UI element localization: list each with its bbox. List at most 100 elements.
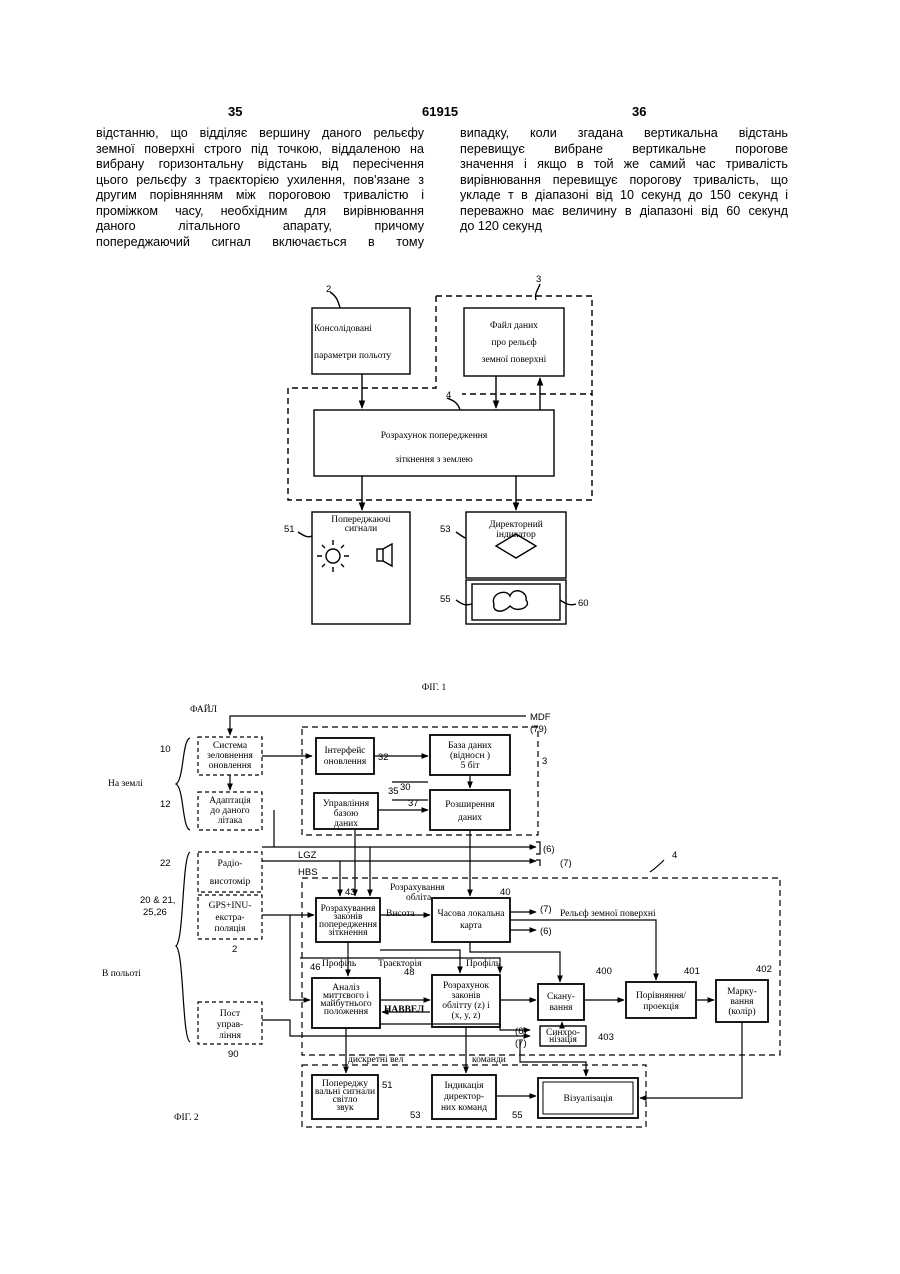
svg-text:20 & 21,: 20 & 21,: [140, 895, 175, 906]
svg-text:ління: ління: [219, 1031, 242, 1041]
svg-text:Рельєф земної поверхні: Рельєф земної поверхні: [560, 908, 656, 919]
svg-text:Розрахунок попередження: Розрахунок попередження: [381, 431, 488, 441]
svg-text:(7): (7): [560, 858, 572, 869]
svg-text:(6): (6): [540, 926, 552, 937]
svg-text:параметри польоту: параметри польоту: [314, 351, 391, 361]
svg-text:зеловнення: зеловнення: [207, 751, 253, 761]
svg-text:нізація: нізація: [549, 1035, 577, 1045]
svg-text:зіткнення з землею: зіткнення з землею: [395, 455, 473, 465]
fig2-box-40: [432, 898, 510, 942]
svg-text:карта: карта: [460, 921, 483, 931]
svg-text:індикатор: індикатор: [496, 530, 536, 540]
svg-text:(відносн ): (відносн ): [450, 750, 490, 761]
svg-text:Радіо-: Радіо-: [218, 859, 243, 869]
sun-icon: [317, 540, 349, 572]
svg-text:Траєкторія: Траєкторія: [378, 959, 422, 969]
svg-text:(79): (79): [530, 724, 547, 735]
svg-text:MDF: MDF: [530, 712, 551, 723]
svg-text:46: 46: [310, 962, 321, 973]
svg-text:51: 51: [382, 1080, 393, 1091]
svg-text:Висота: Висота: [386, 909, 416, 919]
svg-text:ФАЙЛ: ФАЙЛ: [190, 703, 218, 715]
svg-text:4: 4: [672, 850, 677, 861]
svg-text:базою: базою: [334, 808, 359, 819]
svg-text:директор-: директор-: [444, 1092, 484, 1102]
svg-text:до даного: до даного: [210, 806, 250, 816]
svg-text:обліта: обліта: [406, 892, 432, 903]
svg-text:про рельєф: про рельєф: [491, 337, 536, 348]
figure-1: [288, 284, 592, 624]
svg-text:даних: даних: [334, 819, 358, 829]
svg-text:402: 402: [756, 964, 772, 975]
svg-text:10: 10: [160, 744, 171, 755]
svg-text:51: 51: [284, 524, 295, 535]
svg-text:команди: команди: [472, 1055, 506, 1065]
svg-text:Скану-: Скану-: [547, 992, 575, 1002]
svg-text:Профіль: Профіль: [466, 958, 501, 969]
svg-text:Файл даних: Файл даних: [490, 320, 538, 331]
svg-text:55: 55: [512, 1110, 523, 1121]
speaker-icon: [377, 544, 392, 566]
svg-text:2: 2: [326, 284, 331, 295]
svg-text:НАВВЕЛ: НАВВЕЛ: [384, 1005, 424, 1015]
svg-text:літака: літака: [218, 816, 243, 826]
svg-text:Директорний: Директорний: [489, 519, 543, 530]
svg-text:Профіль: Профіль: [322, 958, 357, 969]
svg-text:дискретні вел: дискретні вел: [348, 1055, 404, 1065]
svg-text:403: 403: [598, 1032, 614, 1043]
svg-text:40: 40: [500, 887, 511, 898]
svg-text:35: 35: [388, 786, 399, 797]
svg-text:Часова локальна: Часова локальна: [438, 909, 506, 919]
svg-text:Пост: Пост: [220, 1009, 241, 1019]
svg-text:48: 48: [404, 967, 415, 978]
fig1-box-55: [466, 580, 566, 624]
figure-2-text: ФАЙЛ MDF (79) На землі В польоті Система…: [102, 703, 772, 1123]
fig2-box-400: [538, 984, 584, 1020]
svg-text:22: 22: [160, 858, 171, 869]
svg-text:4: 4: [446, 390, 451, 401]
svg-text:LGZ: LGZ: [298, 850, 317, 861]
svg-text:Порівняння/: Порівняння/: [636, 991, 686, 1001]
svg-text:2: 2: [232, 944, 237, 955]
svg-text:60: 60: [578, 598, 589, 609]
svg-text:Розрахунок: Розрахунок: [443, 981, 489, 991]
svg-text:поляція: поляція: [215, 924, 247, 934]
svg-text:положення: положення: [324, 1007, 369, 1017]
svg-text:них команд: них команд: [441, 1103, 487, 1113]
svg-text:В польоті: В польоті: [102, 969, 141, 979]
svg-text:3: 3: [536, 274, 541, 285]
svg-text:(7): (7): [540, 904, 552, 915]
svg-text:висотомір: висотомір: [210, 877, 251, 887]
svg-text:HBS: HBS: [298, 867, 318, 878]
svg-text:Марку-: Марку-: [727, 987, 757, 997]
svg-text:земної поверхні: земної поверхні: [482, 355, 547, 365]
fig1-box-2: [312, 308, 410, 374]
svg-text:(6): (6): [515, 1026, 527, 1037]
svg-text:Адаптація: Адаптація: [209, 796, 251, 806]
svg-text:облітту (z) і: облітту (z) і: [442, 1000, 490, 1011]
svg-text:сигнали: сигнали: [345, 524, 377, 534]
svg-text:На землі: На землі: [108, 779, 143, 789]
svg-text:База даних: База даних: [448, 741, 492, 751]
fig2-box-37: [430, 790, 510, 830]
fig1-screen-60: [472, 584, 560, 620]
fig1-caption: ФІГ. 1: [422, 683, 447, 693]
svg-text:3: 3: [542, 756, 547, 767]
svg-text:(x, y, z): (x, y, z): [452, 1010, 481, 1021]
svg-text:управ-: управ-: [217, 1020, 243, 1030]
svg-text:GPS+INU-: GPS+INU-: [209, 901, 252, 911]
svg-text:37: 37: [408, 798, 419, 809]
svg-text:25,26: 25,26: [143, 907, 167, 918]
svg-text:53: 53: [440, 524, 451, 535]
svg-text:53: 53: [410, 1110, 421, 1121]
svg-text:12: 12: [160, 799, 171, 810]
svg-text:Індикація: Індикація: [445, 1081, 485, 1091]
svg-text:законів: законів: [451, 991, 481, 1001]
fig1-box-4: [314, 410, 554, 476]
svg-text:зіткнення: зіткнення: [329, 928, 369, 938]
terrain-icon: [493, 591, 527, 611]
svg-text:30: 30: [400, 782, 411, 793]
svg-text:оновлення: оновлення: [324, 757, 367, 767]
svg-text:Візуалізація: Візуалізація: [564, 1094, 614, 1104]
